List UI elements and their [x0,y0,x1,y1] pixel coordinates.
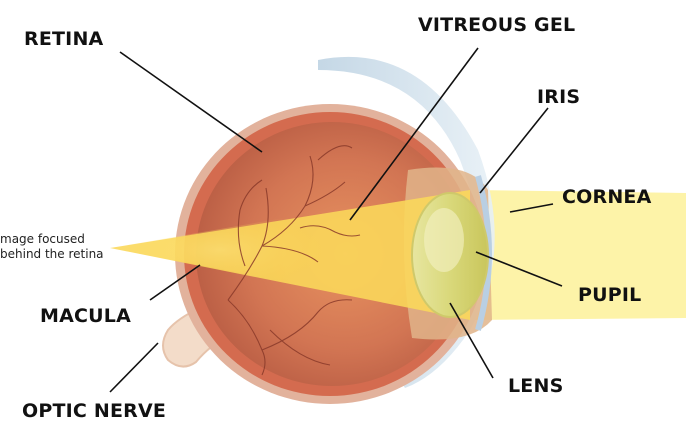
focus-caption-line2: behind the retina [0,247,104,261]
iris-leader [480,108,548,193]
lens-highlight [424,208,464,272]
focus-caption-line1: mage focused [0,232,85,246]
pupil-label: PUPIL [578,286,641,305]
cornea-label: CORNEA [562,188,652,207]
retina-leader [120,52,262,152]
optic-nerve-label: OPTIC NERVE [22,402,166,421]
retina-label: RETINA [24,30,103,49]
macula-label: MACULA [40,307,131,326]
vitreous-gel-label: VITREOUS GEL [418,16,575,35]
optic-nerve-leader [110,343,158,392]
lens-label: LENS [508,377,563,396]
iris-label: IRIS [537,88,580,107]
